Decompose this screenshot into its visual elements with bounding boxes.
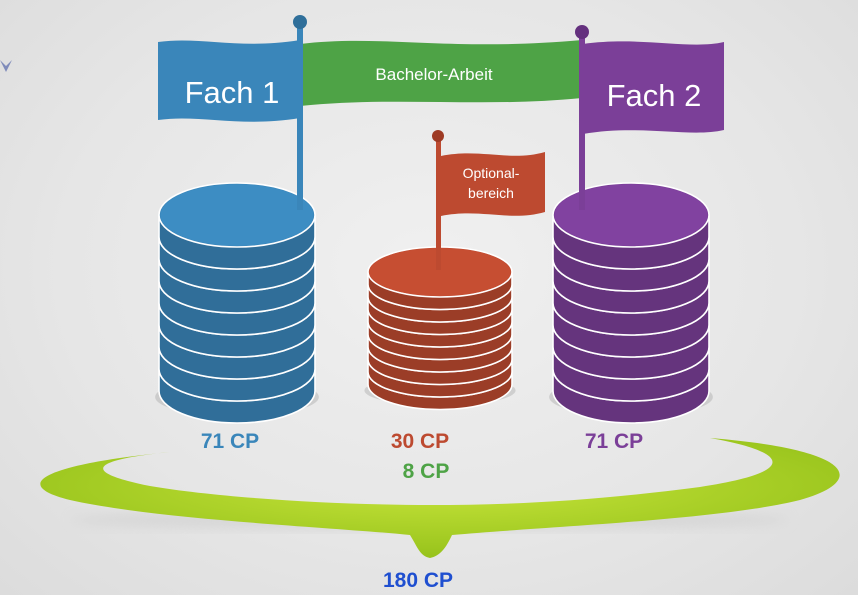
banner-label-bachelor: Bachelor-Arbeit: [375, 65, 492, 84]
coin-stack-fach-1: [155, 182, 319, 424]
cp-bachelor-arbeit: 8 CP: [403, 460, 450, 483]
cp-total: 180 CP: [383, 569, 453, 592]
star-icon: [0, 60, 12, 72]
cp-fach-1: 71 CP: [201, 430, 259, 453]
coin-top-face: [554, 184, 708, 246]
flag-label-fach-1: Fach 1: [185, 75, 280, 110]
coin-stack-optionalbereich: [364, 246, 516, 411]
coin-top-face: [369, 248, 511, 296]
flag-label-optional-2: bereich: [468, 185, 514, 201]
flag-label-fach-2: Fach 2: [607, 78, 702, 113]
flag-fach-1: Fach 1: [158, 40, 300, 122]
flag-optionalbereich: Optional- bereich: [441, 152, 545, 216]
platform-swoosh: [40, 438, 840, 558]
banner-bachelor-arbeit: Bachelor-Arbeit: [300, 40, 582, 106]
flag-label-optional-1: Optional-: [463, 165, 520, 181]
flag-fach-2: Fach 2: [583, 41, 724, 134]
cp-fach-2: 71 CP: [585, 430, 643, 453]
coin-stack-fach-2: [549, 182, 713, 424]
coin-top-face: [160, 184, 314, 246]
cp-optionalbereich: 30 CP: [391, 430, 449, 453]
flag-poles: [293, 15, 589, 270]
